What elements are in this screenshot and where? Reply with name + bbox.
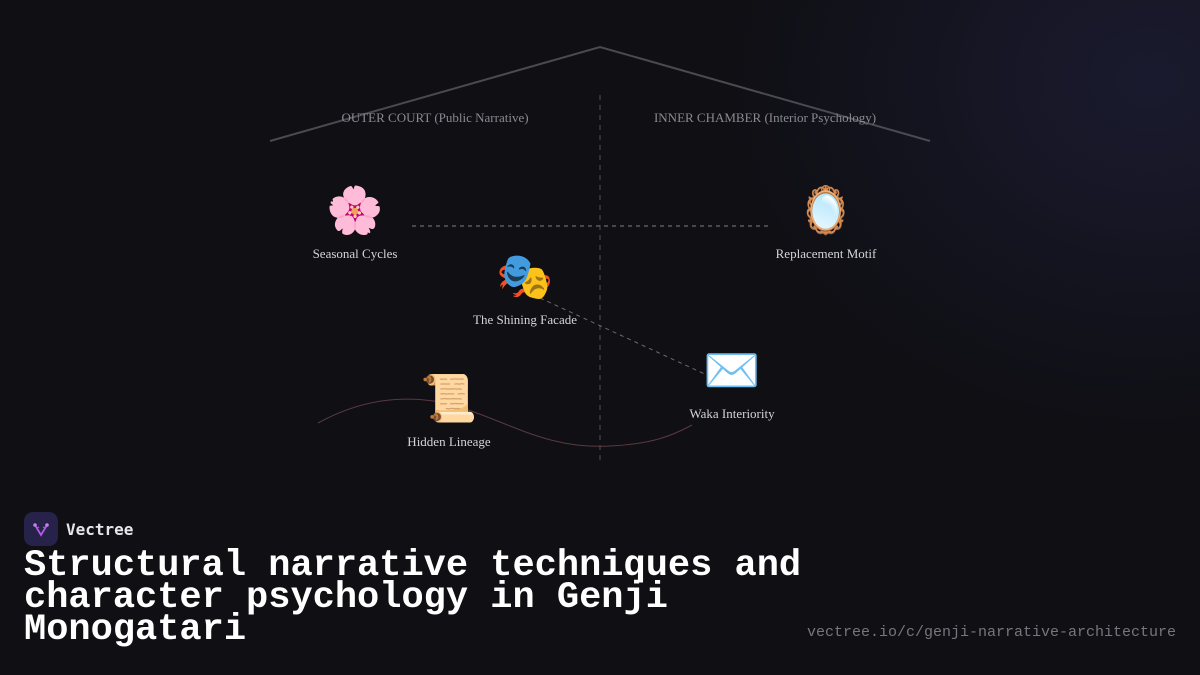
node-label: Seasonal Cycles — [312, 246, 398, 261]
mirror-icon: 🪞 — [797, 183, 855, 237]
node-label: Replacement Motif — [775, 246, 877, 261]
node-label: Waka Interiority — [689, 406, 775, 421]
node-shining-facade[interactable]: 🎭 The Shining Facade — [473, 248, 577, 328]
cherry-blossom-icon: 🌸 — [326, 183, 384, 237]
node-label: The Shining Facade — [473, 312, 577, 327]
node-seasonal-cycles[interactable]: 🌸 Seasonal Cycles — [313, 182, 398, 262]
link-facade-waka — [539, 297, 736, 389]
brand: Vectree — [24, 512, 133, 546]
page-url[interactable]: vectree.io/c/genji-narrative-architectur… — [806, 624, 1176, 641]
scroll-icon: 📜 — [420, 371, 478, 425]
envelope-icon: ✉️ — [703, 343, 761, 397]
node-waka-interiority[interactable]: ✉️ Waka Interiority — [689, 342, 774, 422]
zone-label-outer-court: OUTER COURT (Public Narrative) — [341, 110, 529, 125]
node-hidden-lineage[interactable]: 📜 Hidden Lineage — [407, 370, 490, 450]
node-label: Hidden Lineage — [407, 434, 491, 449]
zone-label-inner-chamber: INNER CHAMBER (Interior Psychology) — [653, 110, 877, 125]
roof-line — [269, 45, 931, 142]
vectree-logo-icon — [24, 512, 58, 546]
theater-masks-icon: 🎭 — [496, 249, 554, 303]
node-replacement-motif[interactable]: 🪞 Replacement Motif — [776, 182, 877, 262]
page-title: Structural narrative techniques and char… — [24, 545, 802, 651]
link-lineage-waka-curve — [317, 398, 693, 447]
brand-name: Vectree — [66, 519, 134, 539]
